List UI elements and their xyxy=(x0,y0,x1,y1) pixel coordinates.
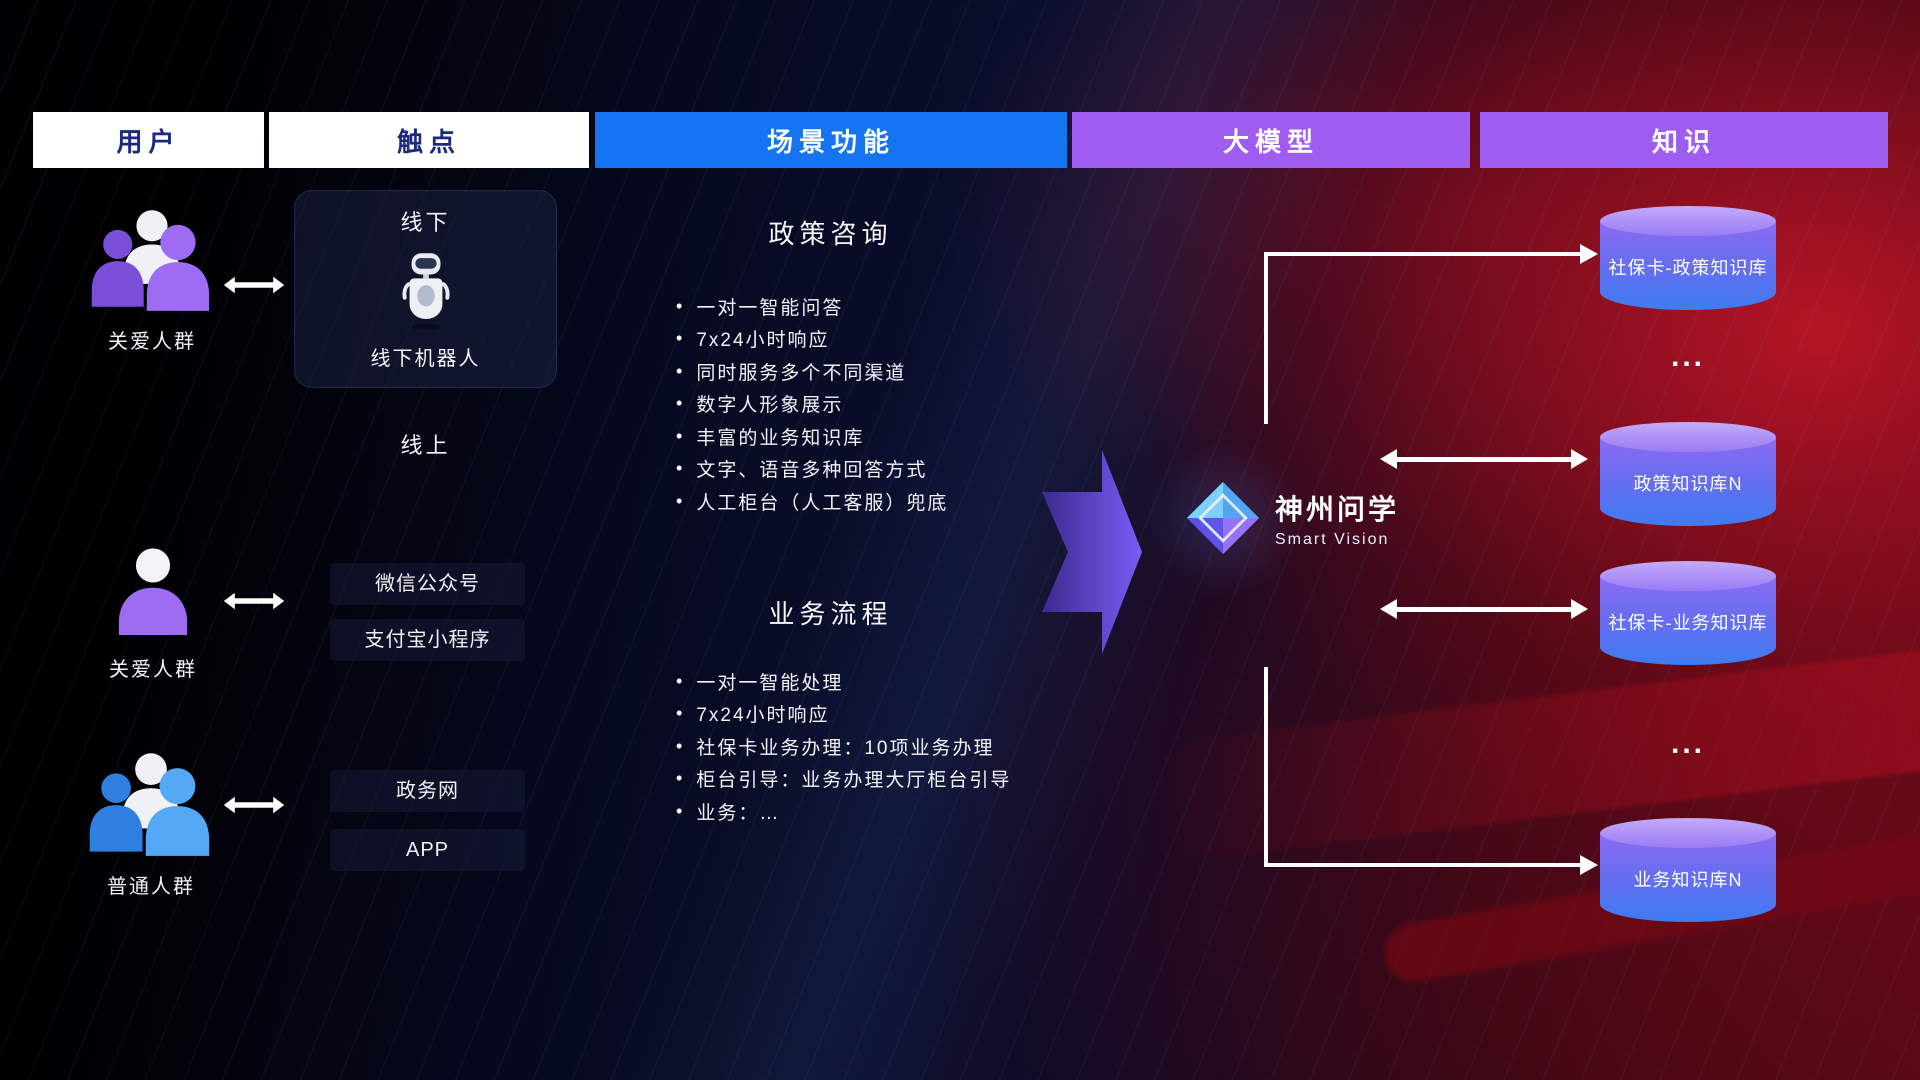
cylinder-top xyxy=(1600,561,1776,591)
kb-label: 政策知识库N xyxy=(1633,474,1743,495)
scenario-item: 柜台引导：业务办理大厅柜台引导 xyxy=(676,763,1011,796)
scenario-item: 一对一智能问答 xyxy=(676,290,948,323)
diamond-logo-icon xyxy=(1186,481,1260,555)
arrow-bar xyxy=(1393,457,1575,462)
kb-label: 业务知识库N xyxy=(1633,870,1743,891)
user-label: 普通人群 xyxy=(107,876,195,898)
arrow-bar xyxy=(1393,607,1575,612)
scenario-item: 业务：… xyxy=(676,795,1011,828)
brand-name: 神州问学 xyxy=(1275,493,1400,525)
arrowhead-left-icon xyxy=(1380,599,1397,619)
kb-cylinder-ssc-business: 社保卡-业务知识库 xyxy=(1600,561,1776,665)
column-header-knowledge: 知识 xyxy=(1480,112,1888,168)
scenario-title-business: 业务流程 xyxy=(768,599,893,629)
offline-title: 线下 xyxy=(400,210,451,235)
double-arrow-business-kb xyxy=(1380,599,1588,620)
red-ribbon xyxy=(1146,635,1920,865)
user-label: 关爱人群 xyxy=(109,659,197,681)
scenario-item: 丰富的业务知识库 xyxy=(676,420,948,453)
scenario-list-policy: 一对一智能问答 7x24小时响应 同时服务多个不同渠道 数字人形象展示 丰富的业… xyxy=(676,290,948,518)
kb-label: 社保卡-业务知识库 xyxy=(1608,613,1768,634)
scenario-item: 7x24小时响应 xyxy=(676,323,948,356)
scenario-item: 7x24小时响应 xyxy=(676,698,1011,731)
user-care-single: 关爱人群 xyxy=(82,545,224,682)
people-group-icon xyxy=(91,210,210,311)
channel-alipay: 支付宝小程序 xyxy=(330,619,525,661)
scenario-list-business: 一对一智能处理 7x24小时响应 社保卡业务办理：10项业务办理 柜台引导：业务… xyxy=(676,665,1011,828)
flow-arrow-icon xyxy=(1042,450,1142,654)
online-title: 线上 xyxy=(400,433,451,458)
cylinder-top xyxy=(1600,422,1776,452)
person-icon xyxy=(118,548,188,635)
scenario-item: 人工柜台（人工客服）兜底 xyxy=(676,485,948,518)
kb-label: 社保卡-政策知识库 xyxy=(1608,258,1768,279)
brand-subtitle: Smart Vision xyxy=(1275,530,1390,548)
scenario-item: 一对一智能处理 xyxy=(676,665,1011,698)
column-header-model: 大模型 xyxy=(1072,112,1470,168)
kb-cylinder-policy-n: 政策知识库N xyxy=(1600,422,1776,526)
brand-logo: 神州问学 Smart Vision xyxy=(1144,440,1399,600)
cylinder-top xyxy=(1600,818,1776,848)
connector-up-vertical xyxy=(1264,252,1268,424)
double-arrow-policy-kb xyxy=(1380,449,1588,470)
cylinder-top xyxy=(1600,206,1776,236)
connector-down-horizontal xyxy=(1264,863,1582,867)
brand-text: 神州问学 Smart Vision xyxy=(1275,488,1399,549)
kb-cylinder-ssc-policy: 社保卡-政策知识库 xyxy=(1600,206,1776,310)
robot-icon xyxy=(401,252,450,330)
arrowhead-right-icon xyxy=(1571,449,1588,469)
double-arrow-icon xyxy=(223,796,285,814)
kb-cylinder-business-n: 业务知识库N xyxy=(1600,818,1776,922)
connector-up-horizontal xyxy=(1264,252,1582,256)
arrowhead-right-icon xyxy=(1580,244,1598,264)
people-group-icon xyxy=(89,753,210,856)
kb-ellipsis: ... xyxy=(1670,340,1705,373)
column-header-scenario: 场景功能 xyxy=(595,112,1067,168)
channel-wechat: 微信公众号 xyxy=(330,563,525,605)
scenario-title-policy: 政策咨询 xyxy=(768,219,893,249)
kb-ellipsis: ... xyxy=(1670,727,1705,760)
channel-govweb: 政务网 xyxy=(330,770,525,812)
scenario-item: 数字人形象展示 xyxy=(676,388,948,421)
scenario-item: 同时服务多个不同渠道 xyxy=(676,355,948,388)
double-arrow-icon xyxy=(223,276,285,294)
arrowhead-right-icon xyxy=(1571,599,1588,619)
scenario-item: 社保卡业务办理：10项业务办理 xyxy=(676,730,1011,763)
offline-touchpoint-card: 线下 线下机器人 xyxy=(294,190,557,388)
user-care-group: 关爱人群 xyxy=(72,205,232,354)
offline-robot-label: 线下机器人 xyxy=(370,348,481,370)
scenario-item: 文字、语音多种回答方式 xyxy=(676,453,948,486)
column-header-user: 用户 xyxy=(33,112,264,168)
column-header-touchpoint: 触点 xyxy=(269,112,589,168)
user-general-group: 普通人群 xyxy=(66,748,236,899)
arrowhead-left-icon xyxy=(1380,449,1397,469)
channel-app: APP xyxy=(330,829,525,871)
double-arrow-icon xyxy=(223,592,285,610)
user-label: 关爱人群 xyxy=(108,331,196,353)
connector-down-vertical xyxy=(1264,667,1268,867)
arrowhead-right-icon xyxy=(1580,855,1598,875)
